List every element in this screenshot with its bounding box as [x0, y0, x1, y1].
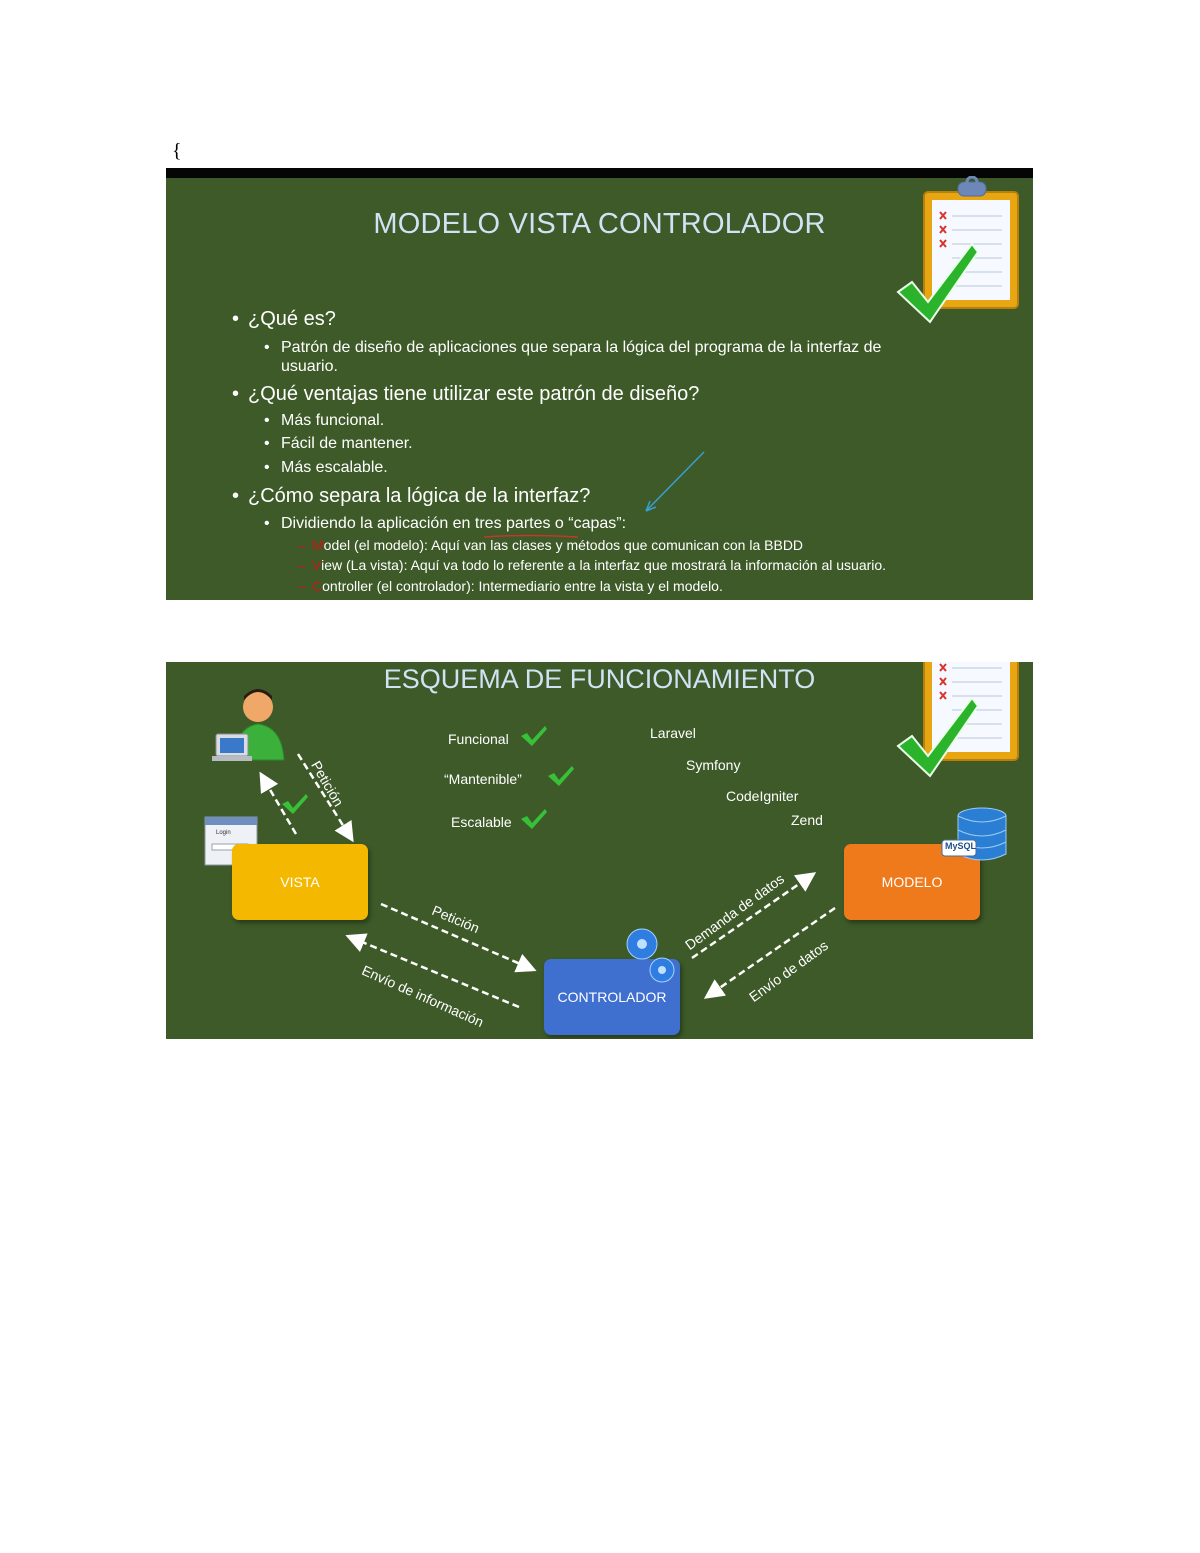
- modelo-box: MODELO: [844, 844, 980, 920]
- framework-label: Laravel: [650, 725, 696, 741]
- question-advantages-text: ¿Qué ventajas tiene utilizar este patrón…: [248, 383, 700, 405]
- check-icon: [521, 726, 547, 746]
- annotation-arrow: [483, 451, 705, 538]
- answer-what-is: •Patrón de diseño de aplicaciones que se…: [264, 339, 882, 375]
- gears-icon: [626, 928, 675, 983]
- mysql-badge: MySQL: [945, 841, 977, 851]
- advantage-item: •Más funcional.: [264, 412, 385, 429]
- vista-label: VISTA: [280, 874, 320, 890]
- advantage-item: •Fácil de mantener.: [264, 435, 413, 452]
- modelo-label: MODELO: [881, 874, 943, 890]
- layer-initial: M: [312, 537, 324, 553]
- advantage-text: Más funcional.: [281, 412, 385, 429]
- framework-label: CodeIgniter: [726, 788, 799, 804]
- quality-label: Funcional: [448, 731, 509, 747]
- quality-label: “Mantenible”: [444, 771, 522, 787]
- question-advantages: •¿Qué ventajas tiene utilizar este patró…: [232, 383, 700, 405]
- layer-initial: C: [312, 578, 323, 594]
- layer-initial: V: [312, 557, 322, 573]
- framework-label: Symfony: [686, 757, 741, 773]
- checklist-clipboard-icon: [896, 662, 1019, 778]
- check-icon: [521, 809, 547, 829]
- question-how: •¿Cómo separa la lógica de la interfaz?: [232, 485, 591, 507]
- quality-label: Escalable: [451, 814, 512, 830]
- answer-how-text: Dividiendo la aplicación en tres partes …: [281, 515, 627, 532]
- user-icon: [212, 689, 285, 761]
- layer-model: –Model (el modelo): Aquí van las clases …: [298, 537, 804, 553]
- answer-how: •Dividiendo la aplicación en tres partes…: [264, 515, 627, 532]
- advantage-text: Fácil de mantener.: [281, 435, 413, 452]
- layer-controller: –Controller (el controlador): Intermedia…: [298, 578, 723, 594]
- question-how-text: ¿Cómo separa la lógica de la interfaz?: [248, 485, 591, 507]
- check-icon: [548, 766, 574, 786]
- answer-line-2: usuario.: [281, 358, 338, 375]
- layer-description: iew (La vista): Aquí va todo lo referent…: [321, 557, 887, 573]
- advantage-text: Más escalable.: [281, 459, 388, 476]
- database-icon: [941, 807, 1007, 861]
- checklist-clipboard-icon: [896, 176, 1019, 324]
- slide-mvc-definition: MODELO VISTA CONTROLADOR •¿Qué es? •Patr…: [166, 168, 1033, 600]
- question-what-is: •¿Qué es?: [232, 308, 336, 330]
- diagram-arrows: [259, 753, 836, 1009]
- stray-brace: {: [172, 140, 182, 162]
- framework-label: Zend: [791, 812, 823, 828]
- slide-mvc-diagram: ESQUEMA DE FUNCIONAMIENTO: [166, 662, 1033, 1039]
- slide-top-bar: [166, 168, 1033, 178]
- slide-title: ESQUEMA DE FUNCIONAMIENTO: [383, 664, 816, 694]
- slide-title: MODELO VISTA CONTROLADOR: [373, 208, 826, 240]
- advantage-item: •Más escalable.: [264, 459, 388, 476]
- vista-box: VISTA: [232, 844, 368, 920]
- layer-view: –View (La vista): Aquí va todo lo refere…: [298, 557, 887, 573]
- answer-line-1: Patrón de diseño de aplicaciones que sep…: [281, 339, 882, 356]
- check-icon: [282, 794, 308, 814]
- layer-description: odel (el modelo): Aquí van las clases y …: [323, 537, 804, 553]
- login-label: Login: [216, 830, 231, 836]
- layer-description: ontroller (el controlador): Intermediari…: [322, 578, 723, 594]
- question-what-is-text: ¿Qué es?: [248, 308, 336, 330]
- controlador-label: CONTROLADOR: [557, 989, 667, 1005]
